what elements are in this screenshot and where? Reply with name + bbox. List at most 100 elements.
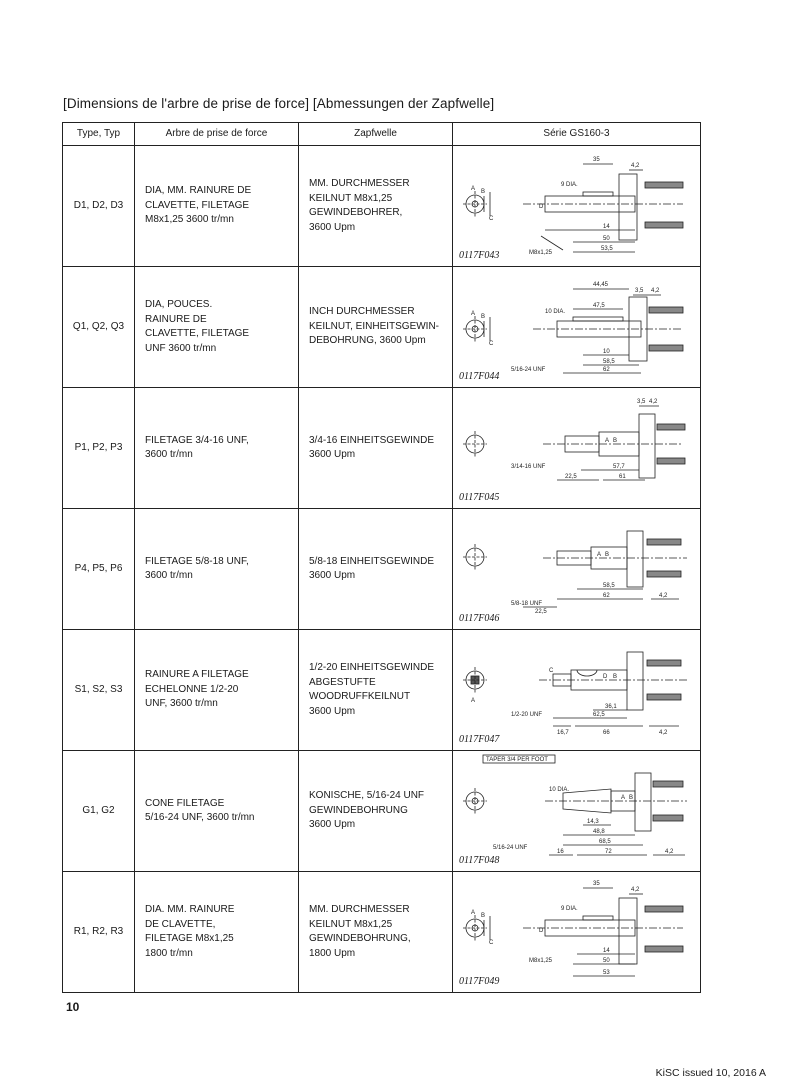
dim-61: 61 [619,474,626,480]
type-cell: P4, P5, P6 [62,508,135,630]
label-a: A [471,186,475,192]
dim-68-5: 68,5 [599,839,611,845]
dim-62: 62 [603,367,610,373]
german-description: KONISCHE, 5/16-24 UNF GEWINDEBOHRUNG 360… [298,750,453,872]
table-row: R1, R2, R3 DIA. MM. RAINURE DE CLAVETTE,… [62,871,701,993]
label-a: A [605,438,609,444]
label-dia: 9 DIA. [561,182,578,188]
french-description: FILETAGE 3/4-16 UNF, 3600 tr/mn [134,387,299,509]
type-cell: R1, R2, R3 [62,871,135,993]
german-description: 1/2-20 EINHEITSGEWINDE ABGESTUFTE WOODRU… [298,629,453,751]
pto-dimensions-table: Type, Typ Arbre de prise de force Zapfwe… [62,122,701,993]
dim-57-7: 57,7 [613,464,625,470]
label-c: C [549,668,554,674]
thread-label: 5/8-18 UNF [511,601,542,607]
dim-47-5: 47,5 [593,303,605,309]
table-row: D1, D2, D3 DIA, MM. RAINURE DE CLAVETTE,… [62,145,701,267]
label-a: A [621,795,625,801]
label-a: A [471,311,475,317]
label-a: A [597,552,601,558]
dim-4-2: 4,2 [659,593,668,599]
dim-14: 14 [603,948,610,954]
dim-44-45: 44,45 [593,282,609,288]
thread-label: 3/14-16 UNF [511,464,546,470]
dim-58-5: 58,5 [603,583,615,589]
shaft-drawing-keyed-inch: A B C 10 DIA. 44,45 3,5 4,2 47,5 10 58,5… [463,282,684,374]
figure-code: 0117F043 [459,249,500,261]
label-b: B [481,314,485,320]
german-description: MM. DURCHMESSER KEILNUT M8x1,25 GEWINDEB… [298,145,453,267]
dim-16-7: 16,7 [557,730,569,736]
dim-50: 50 [603,958,610,964]
thread-label: M8x1,25 [529,250,553,256]
figure-code: 0117F044 [459,370,500,382]
type-cell: S1, S2, S3 [62,629,135,751]
dim-4-2: 4,2 [665,849,674,855]
label-dia: 10 DIA. [549,787,569,793]
figure-code: 0117F049 [459,975,500,987]
figure-code: 0117F046 [459,612,500,624]
german-description: MM. DURCHMESSER KEILNUT M8x1,25 GEWINDEB… [298,871,453,993]
french-description: FILETAGE 5/8-18 UNF, 3600 tr/mn [134,508,299,630]
figure-cell: A B 58,5 62 4,2 22,5 5/8-18 UNF 0117F046 [452,508,701,630]
figure-cell: A B C D 9 DIA. 35 4,2 14 50 53 M8x1,25 0… [452,871,701,993]
dim-62: 62 [603,593,610,599]
header-german: Zapfwelle [298,122,453,146]
type-cell: Q1, Q2, Q3 [62,266,135,388]
dim-66: 66 [603,730,610,736]
type-cell: D1, D2, D3 [62,145,135,267]
label-b: B [605,552,609,558]
dim-53-5: 53,5 [601,246,613,252]
dim-14: 14 [603,224,610,230]
label-b: B [629,795,633,801]
shaft-drawing-threaded-5-8: A B 58,5 62 4,2 22,5 5/8-18 UNF [463,530,687,615]
shaft-drawing-keyed-metric: A B C D 9 DIA. 35 4,2 14 50 53,5 M8x1,25 [463,157,684,256]
label-c: C [489,940,494,946]
dim-22-5: 22,5 [565,474,577,480]
taper-label: TAPER 3/4 PER FOOT [486,757,548,763]
shaft-drawing-keyed-metric-1800: A B C D 9 DIA. 35 4,2 14 50 53 M8x1,25 [463,881,684,977]
table-row: Q1, Q2, Q3 DIA, POUCES. RAINURE DE CLAVE… [62,266,701,388]
label-b: B [481,913,485,919]
dim-3-5: 3,5 [635,288,644,294]
table-row: S1, S2, S3 RAINURE A FILETAGE ECHELONNE … [62,629,701,751]
dim-35: 35 [593,881,600,887]
label-a: A [471,698,475,704]
thread-label: 1/2-20 UNF [511,712,542,718]
page-title: [Dimensions de l'arbre de prise de force… [63,96,495,111]
french-description: RAINURE A FILETAGE ECHELONNE 1/2-20 UNF,… [134,629,299,751]
header-french: Arbre de prise de force [134,122,299,146]
figure-cell: A B C D 36,1 62,5 16,7 66 4,2 1/2-20 UNF… [452,629,701,751]
label-c: C [489,341,494,347]
thread-label: 5/16-24 UNF [493,845,528,851]
french-description: CONE FILETAGE 5/16-24 UNF, 3600 tr/mn [134,750,299,872]
dim-35: 35 [593,157,600,163]
dim-62-5: 62,5 [593,712,605,718]
thread-label: M8x1,25 [529,958,553,964]
figure-code: 0117F045 [459,491,500,503]
table-row: G1, G2 CONE FILETAGE 5/16-24 UNF, 3600 t… [62,750,701,872]
dim-3-5: 3,5 [637,399,646,405]
french-description: DIA, MM. RAINURE DE CLAVETTE, FILETAGE M… [134,145,299,267]
dim-16: 16 [557,849,564,855]
label-b: B [613,438,617,444]
dim-14-3: 14,3 [587,819,599,825]
dim-22-5: 22,5 [535,609,547,615]
footer-issue-note: KiSC issued 10, 2016 A [655,1067,766,1079]
dim-4-2: 4,2 [631,887,640,893]
german-description: INCH DURCHMESSER KEILNUT, EINHEITSGEWIN-… [298,266,453,388]
header-type: Type, Typ [62,122,135,146]
figure-cell: A B C D 9 DIA. 35 4,2 14 50 53,5 M8x1,25… [452,145,701,267]
label-dia: 9 DIA. [561,906,578,912]
table-row: P4, P5, P6 FILETAGE 5/8-18 UNF, 3600 tr/… [62,508,701,630]
header-series: Série GS160-3 [452,122,701,146]
shaft-drawing-tapered: TAPER 3/4 PER FOOT A B 10 DIA. 14,3 48,8… [463,754,687,856]
label-b: B [481,189,485,195]
label-b: B [613,674,617,680]
type-cell: G1, G2 [62,750,135,872]
german-description: 5/8-18 EINHEITSGEWINDE 3600 Upm [298,508,453,630]
dim-50: 50 [603,236,610,242]
figure-code: 0117F048 [459,854,500,866]
shaft-drawing-stepped-woodruff: A B C D 36,1 62,5 16,7 66 4,2 1/2-20 UNF [463,651,687,736]
german-description: 3/4-16 EINHEITSGEWINDE 3600 Upm [298,387,453,509]
